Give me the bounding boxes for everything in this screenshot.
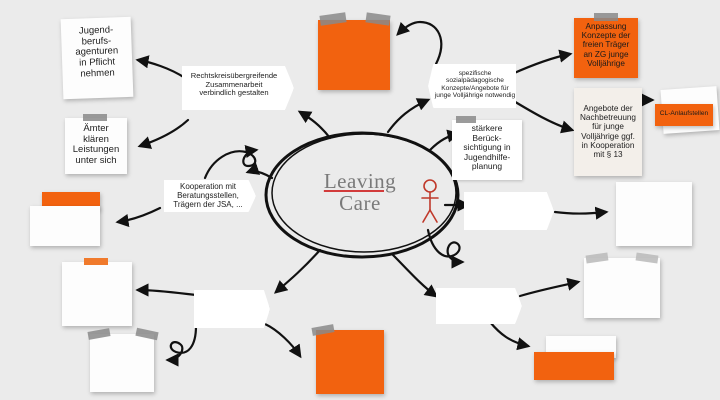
tag-beruecksichtigung-text: stärkere Berück- sichtigung in Jugendhil… <box>463 123 511 172</box>
tag-kooperation[interactable]: Kooperation mit Beratungsstellen, Träger… <box>164 180 256 212</box>
note-orange-left[interactable] <box>42 192 100 210</box>
branch-to-lower-right-loop <box>426 228 465 269</box>
tag-kooperation-text: Kooperation mit Beratungsstellen, Träger… <box>173 182 243 209</box>
center-title-line2: Care <box>339 191 381 216</box>
tape-anpassung <box>594 13 618 21</box>
branch-spezifische-to-nachbetreuung <box>510 98 575 134</box>
branch-spezifische-to-anpassung <box>510 49 573 76</box>
branch-to-spezifische <box>386 98 431 134</box>
center-ellipse[interactable] <box>264 131 460 259</box>
note-lower-right[interactable] <box>584 252 660 318</box>
tag-rechtskreis-text: Rechtskreisübergreifende Zusammenarbeit … <box>190 71 278 97</box>
tape-beruecksichtigung <box>456 116 476 123</box>
note-orange-top[interactable] <box>318 12 391 90</box>
note-white-left[interactable] <box>30 206 100 246</box>
branch-to-rechtskreis <box>297 110 332 140</box>
tag-rechtskreis[interactable]: Rechtskreisübergreifende Zusammenarbeit … <box>182 66 294 110</box>
label-cl-anlaufstellen[interactable]: CL-Anlaufstellen <box>655 104 713 126</box>
center-title: Leaving Care <box>300 170 420 214</box>
note-anpassung[interactable]: Anpassung Konzepte der freien Träger an … <box>574 13 638 78</box>
tag-right-blank[interactable] <box>464 192 554 230</box>
tape-orange-top-right <box>365 12 391 26</box>
note-aemter-text: Ämter klären Leistungen unter sich <box>72 123 120 166</box>
branch-lower-right-to-note <box>518 277 581 298</box>
branch-kooperation-loop <box>203 144 259 180</box>
note-anpassung-text: Anpassung Konzepte der freien Träger an … <box>581 22 631 68</box>
tape-orange-top-left <box>319 12 347 26</box>
tape-lower-right-a <box>585 252 609 264</box>
branch-rechtskreis-to-jba <box>135 55 187 80</box>
tag-spezifische[interactable]: spezifische sozialpädagogische Konzepte/… <box>428 64 516 108</box>
branch-to-lower-right <box>390 252 439 298</box>
branch-rechtskreis-to-aemter <box>137 118 190 149</box>
tag-spezifische-text: spezifische sozialpädagogische Konzepte/… <box>434 70 516 100</box>
note-nachbetreuung[interactable]: Angebote der Nachbetreuung für junge Vol… <box>574 88 642 176</box>
note-bottom-right-orange[interactable] <box>534 352 614 380</box>
note-nachbetreuung-text: Angebote der Nachbetreuung für junge Vol… <box>580 104 636 159</box>
tag-beruecksichtigung[interactable]: stärkere Berück- sichtigung in Jugendhil… <box>452 116 522 180</box>
note-jba-text: Jugend- berufs- agenturen in Pflicht neh… <box>75 24 119 80</box>
stick-figure-icon <box>421 179 439 223</box>
note-jugendberufsagenturen[interactable]: Jugend- berufs- agenturen in Pflicht neh… <box>60 16 134 100</box>
tape-aemter <box>83 114 107 121</box>
note-right-blank[interactable] <box>616 182 692 246</box>
tape-lower-left <box>84 258 108 265</box>
label-cl-text: CL-Anlaufstellen <box>659 110 709 117</box>
tag-lower-right[interactable] <box>436 288 522 324</box>
note-bottom-left[interactable] <box>87 327 159 392</box>
branch-lower-right-to-orange <box>488 320 531 351</box>
branch-kooperation-to-note <box>115 206 162 228</box>
branch-to-kooperation <box>245 162 274 180</box>
note-aemter[interactable]: Ämter klären Leistungen unter sich <box>65 114 127 174</box>
tape-lower-right-b <box>635 252 659 264</box>
center-title-line1: Leaving <box>323 169 397 193</box>
branch-right-tag-to-note <box>553 206 609 220</box>
tag-lower-mid[interactable] <box>194 290 270 328</box>
note-lower-left[interactable] <box>62 258 132 326</box>
branch-lower-mid-loop <box>165 324 198 367</box>
note-orange-bottom[interactable] <box>311 324 384 394</box>
branch-lower-mid-to-note <box>263 322 302 359</box>
branch-to-lower-mid <box>273 248 322 294</box>
branch-spezifische-to-note <box>396 20 443 66</box>
